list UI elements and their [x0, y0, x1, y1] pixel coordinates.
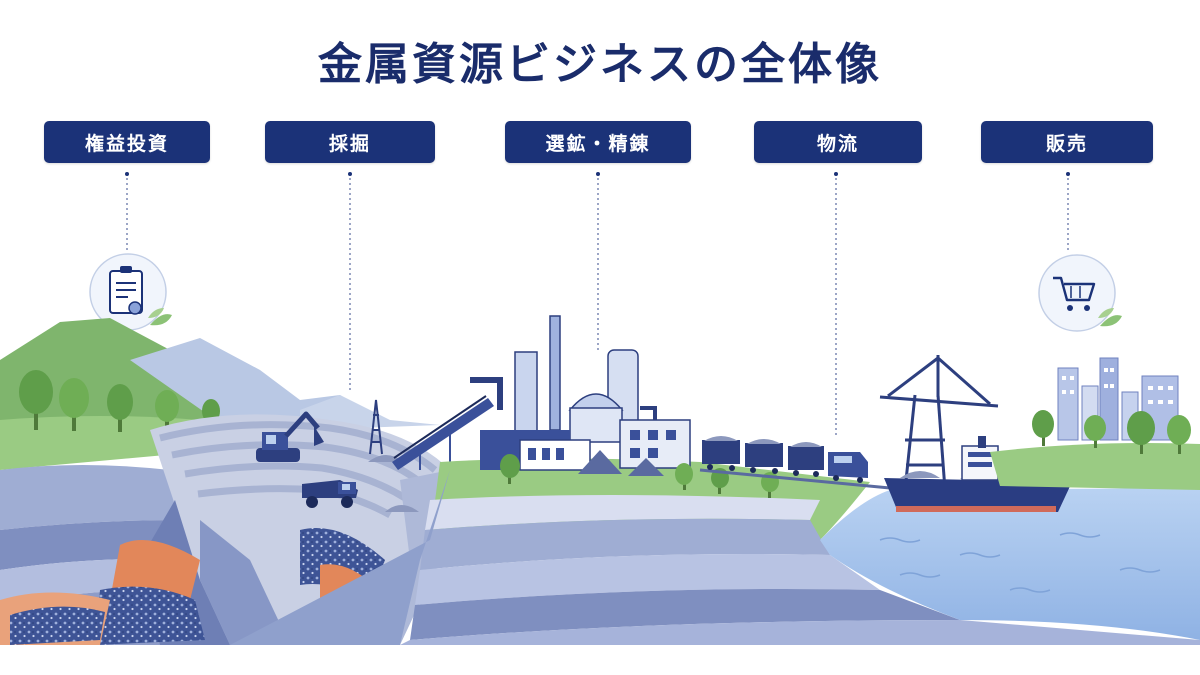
freight-train — [702, 436, 868, 483]
stage-label-mining: 採掘 — [265, 121, 435, 163]
grass-ground-right — [990, 443, 1200, 490]
connector-dots — [125, 172, 1070, 176]
refinery-plant-icon — [470, 315, 691, 476]
sea — [820, 488, 1200, 640]
sea-waves — [879, 532, 1161, 593]
stage-label-sales: 販売 — [981, 121, 1153, 163]
dump-truck — [302, 480, 358, 508]
stage-label-logistics: 物流 — [754, 121, 922, 163]
stage-label-refining: 選鉱・精錬 — [505, 121, 691, 163]
excavator-icon — [256, 411, 324, 462]
trees-right — [1032, 410, 1191, 454]
stage-label-investment: 権益投資 — [44, 121, 210, 163]
trees-left — [19, 370, 220, 434]
rock-strata-middle — [230, 470, 1200, 645]
city-skyline — [1057, 357, 1179, 441]
page-title: 金属資源ビジネスの全体像 — [318, 39, 882, 90]
drill-tower — [369, 399, 383, 455]
conveyor-belt — [392, 395, 494, 470]
rail-track — [699, 468, 891, 490]
shopping-cart-icon — [1038, 254, 1122, 332]
connector-lines — [126, 178, 1069, 436]
contract-document-icon — [89, 253, 172, 331]
